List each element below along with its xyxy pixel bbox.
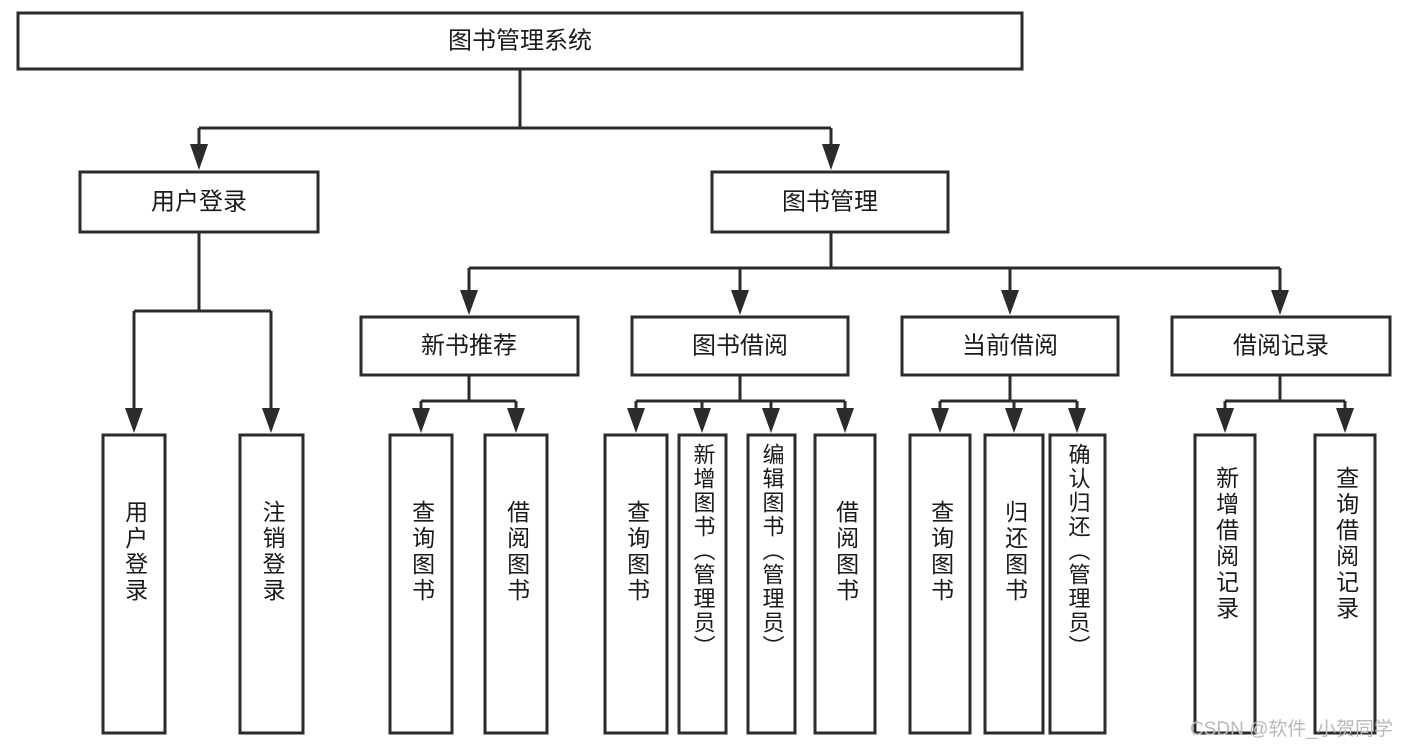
node-book-borrow-label: 图书借阅: [692, 332, 788, 359]
node-new-book-recommend[interactable]: 新书推荐: [359, 315, 580, 377]
node-user-login[interactable]: 用户登录: [78, 170, 320, 234]
connector-group-new-book-recommend: [412, 375, 525, 433]
leaf-box-add-book-admin[interactable]: [677, 433, 728, 735]
leaf-box-borrow-book-1[interactable]: [483, 433, 549, 735]
arrowhead-leaf-edit-book-admin: [762, 408, 780, 433]
arrowhead-book-borrow: [731, 290, 749, 315]
connector-group-book-management: [460, 232, 1289, 315]
arrowhead-leaf-logout: [262, 408, 280, 433]
connector-group-root: [190, 69, 840, 170]
leaf-box-query-book-1[interactable]: [388, 433, 454, 735]
arrowhead-leaf-query-book-3: [931, 408, 949, 433]
node-root-box: [16, 11, 1024, 71]
node-borrow-record[interactable]: 借阅记录: [1170, 315, 1392, 377]
leaf-box-confirm-return-admin[interactable]: [1048, 433, 1107, 735]
arrowhead-leaf-add-book-admin: [693, 408, 711, 433]
connector-group-borrow-record: [1216, 375, 1354, 433]
leaf-box-add-borrow-record[interactable]: [1193, 433, 1257, 735]
leaf-box-logout[interactable]: [238, 433, 305, 735]
node-book-borrow[interactable]: 图书借阅: [630, 315, 850, 377]
node-borrow-record-label: 借阅记录: [1233, 332, 1329, 359]
arrowhead-current-borrow: [1001, 290, 1019, 315]
arrowhead-leaf-user-login: [125, 408, 143, 433]
arrowhead-leaf-return-book: [1005, 408, 1023, 433]
node-root-label: 图书管理系统: [448, 27, 592, 54]
arrowhead-leaf-borrow-book-1: [507, 408, 525, 433]
arrowhead-user-login: [190, 144, 208, 170]
node-current-borrow[interactable]: 当前借阅: [900, 315, 1120, 377]
leaf-boxes: [101, 433, 1377, 735]
connector-group-user-login: [125, 232, 280, 433]
arrowhead-leaf-add-borrow-record: [1216, 408, 1234, 433]
arrowhead-leaf-confirm-return-admin: [1068, 408, 1086, 433]
leaf-box-query-borrow-record[interactable]: [1313, 433, 1377, 735]
node-current-borrow-label: 当前借阅: [962, 332, 1058, 359]
node-user-login-label: 用户登录: [151, 188, 247, 215]
leaf-box-query-book-2[interactable]: [603, 433, 669, 735]
node-new-book-recommend-box: [359, 315, 580, 377]
watermark-text: CSDN @软件_小贺同学: [1190, 719, 1393, 740]
node-current-borrow-box: [900, 315, 1120, 377]
connector-group-current-borrow: [931, 375, 1086, 433]
arrowhead-book-management: [822, 144, 840, 170]
arrowhead-leaf-query-book-2: [627, 408, 645, 433]
leaf-box-user-login[interactable]: [101, 433, 167, 735]
leaf-box-query-book-3[interactable]: [908, 433, 972, 735]
arrowhead-leaf-borrow-book-2: [836, 408, 854, 433]
leaf-box-edit-book-admin[interactable]: [746, 433, 797, 735]
arrowhead-leaf-query-borrow-record: [1336, 408, 1354, 433]
connector-group-book-borrow: [627, 375, 854, 433]
arrowhead-new-book-recommend: [460, 290, 478, 315]
node-borrow-record-box: [1170, 315, 1392, 377]
node-book-borrow-box: [630, 315, 850, 377]
arrowhead-borrow-record: [1271, 290, 1289, 315]
node-book-management-box: [710, 170, 950, 234]
leaf-box-return-book[interactable]: [983, 433, 1045, 735]
node-new-book-recommend-label: 新书推荐: [421, 332, 517, 359]
node-book-management[interactable]: 图书管理: [710, 170, 950, 234]
node-user-login-box: [78, 170, 320, 234]
leaf-box-borrow-book-2[interactable]: [813, 433, 877, 735]
node-root[interactable]: 图书管理系统: [16, 11, 1024, 71]
arrowhead-leaf-query-book-1: [412, 408, 430, 433]
node-book-management-label: 图书管理: [782, 188, 878, 215]
